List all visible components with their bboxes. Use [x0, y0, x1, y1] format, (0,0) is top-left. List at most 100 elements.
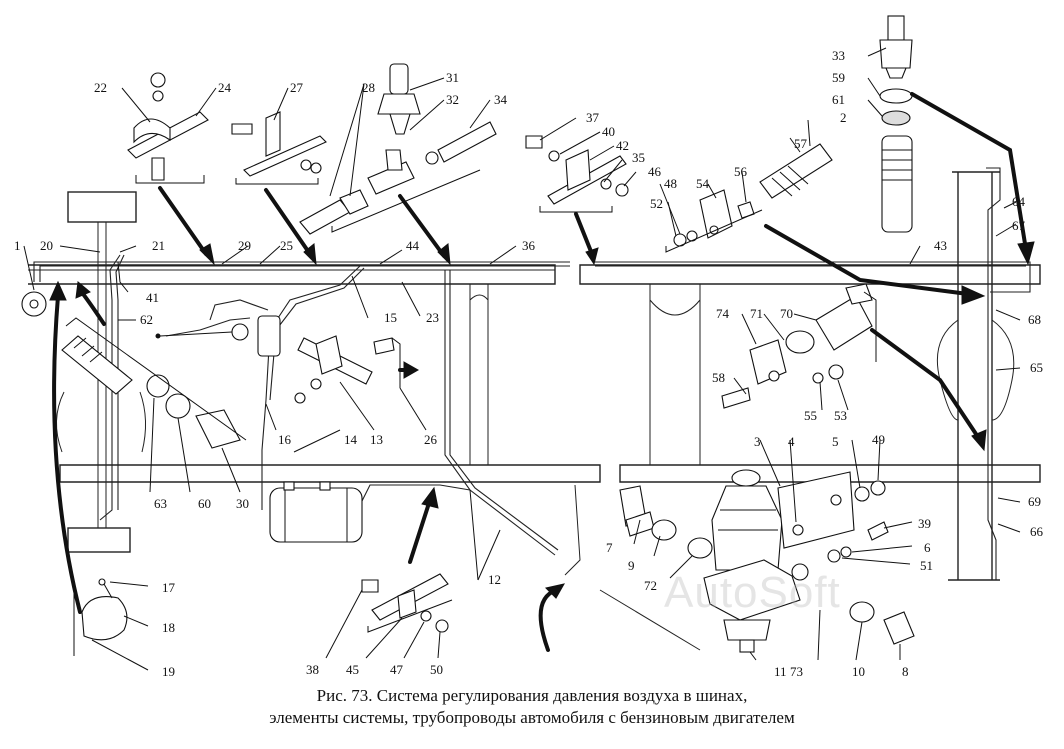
callout-11: 11	[774, 664, 787, 679]
callout-56: 56	[734, 164, 748, 179]
callout-20: 20	[40, 238, 53, 253]
callout-3: 3	[754, 434, 761, 449]
callout-12: 12	[488, 572, 501, 587]
callout-5: 5	[832, 434, 839, 449]
clamp-assembly-45	[361, 573, 453, 633]
callout-9: 9	[628, 558, 635, 573]
callout-69: 69	[1028, 494, 1041, 509]
callout-14: 14	[344, 432, 358, 447]
control-valve-11	[703, 469, 809, 653]
callout-16: 16	[278, 432, 292, 447]
callout-68: 68	[1028, 312, 1041, 327]
callout-46: 46	[648, 164, 662, 179]
callout-19: 19	[162, 664, 175, 679]
callout-41: 41	[146, 290, 159, 305]
callout-35: 35	[632, 150, 645, 165]
air-receiver	[269, 481, 363, 543]
watermark: AutoSoft	[664, 568, 841, 617]
hose-assembly-60-63	[61, 317, 247, 449]
callout-51: 51	[920, 558, 933, 573]
callout-74: 74	[716, 306, 730, 321]
callout-18: 18	[162, 620, 175, 635]
callout-47: 47	[390, 662, 404, 677]
callout-49: 49	[872, 432, 885, 447]
callout-7: 7	[606, 540, 613, 555]
callout-24: 24	[218, 80, 232, 95]
callout-52: 52	[650, 196, 663, 211]
callout-45: 45	[346, 662, 359, 677]
callout-4: 4	[788, 434, 795, 449]
callout-42: 42	[616, 138, 629, 153]
callout-65: 65	[1030, 360, 1043, 375]
clamp-assembly-27	[231, 111, 327, 185]
callout-40: 40	[602, 124, 615, 139]
callout-31: 31	[446, 70, 459, 85]
callout-25: 25	[280, 238, 293, 253]
direction-arrows	[49, 92, 1035, 652]
clamp-assembly-13	[294, 335, 401, 404]
callout-15: 15	[384, 310, 397, 325]
callout-38: 38	[306, 662, 319, 677]
connector-assembly-2-57	[665, 143, 833, 253]
wheel-valve-1	[21, 291, 47, 317]
callout-43: 43	[934, 238, 947, 253]
tee-assembly-31-34	[299, 63, 497, 235]
wheel-valve-assembly-70	[721, 283, 877, 409]
fitting-assembly-33	[879, 15, 913, 233]
callout-2: 2	[840, 110, 847, 125]
bracket-assembly-35-46	[525, 135, 629, 213]
callout-37: 37	[586, 110, 600, 125]
callout-72: 72	[644, 578, 657, 593]
fittings-7-10	[619, 480, 915, 645]
callout-58: 58	[712, 370, 725, 385]
callout-32: 32	[446, 92, 459, 107]
callout-22: 22	[94, 80, 107, 95]
clamp-ring-17-19	[73, 578, 128, 656]
callout-54: 54	[696, 176, 710, 191]
callout-8: 8	[902, 664, 909, 679]
chassis-frame	[28, 171, 1041, 651]
callout-29: 29	[238, 238, 251, 253]
callout-66: 66	[1030, 524, 1044, 539]
figure-caption-line-2: элементы системы, трубопроводы автомобил…	[269, 708, 795, 727]
callout-10: 10	[852, 664, 865, 679]
callout-59: 59	[832, 70, 845, 85]
callout-48: 48	[664, 176, 677, 191]
callout-61: 61	[832, 92, 845, 107]
callout-27: 27	[290, 80, 304, 95]
callout-6: 6	[924, 540, 931, 555]
callout-63: 63	[154, 496, 167, 511]
callout-50: 50	[430, 662, 443, 677]
callout-17: 17	[162, 580, 176, 595]
clamp-assembly-22-24	[127, 72, 209, 184]
callout-62: 62	[140, 312, 153, 327]
callout-36: 36	[522, 238, 536, 253]
valve-unit	[155, 315, 281, 357]
figure-caption-line-1: Рис. 73. Система регулирования давления …	[316, 686, 748, 705]
callout-60: 60	[198, 496, 211, 511]
callout-64: 64	[1012, 194, 1026, 209]
callout-34: 34	[494, 92, 508, 107]
callout-33: 33	[832, 48, 845, 63]
callout-67: 67	[1012, 218, 1026, 233]
bracket-3	[777, 471, 855, 549]
callout-30: 30	[236, 496, 249, 511]
pipelines	[33, 167, 1031, 580]
callout-73: 73	[790, 664, 803, 679]
leader-lines	[23, 47, 1021, 671]
callout-55: 55	[804, 408, 817, 423]
callout-57: 57	[794, 136, 808, 151]
callout-1: 1	[14, 238, 21, 253]
callout-44: 44	[406, 238, 420, 253]
callout-28: 28	[362, 80, 375, 95]
callout-39: 39	[918, 516, 931, 531]
callout-13: 13	[370, 432, 383, 447]
callout-21: 21	[152, 238, 165, 253]
callout-53: 53	[834, 408, 847, 423]
callout-23: 23	[426, 310, 439, 325]
callout-71: 71	[750, 306, 763, 321]
callout-26: 26	[424, 432, 438, 447]
